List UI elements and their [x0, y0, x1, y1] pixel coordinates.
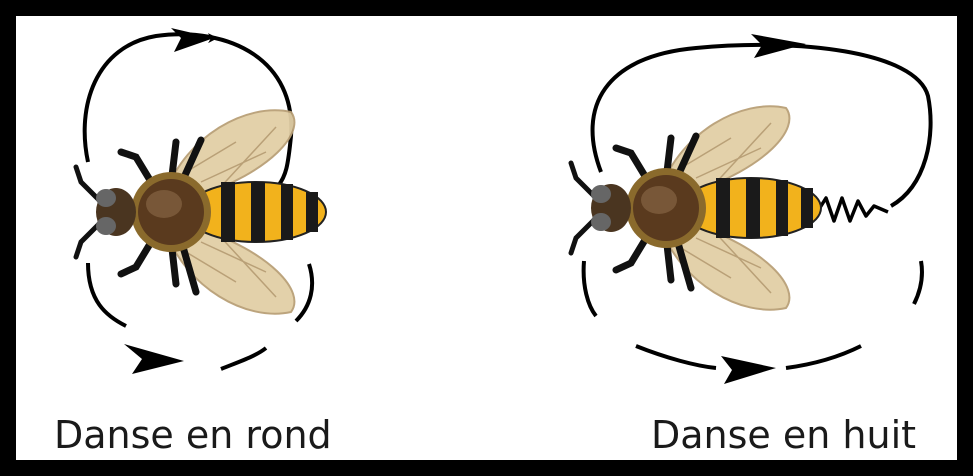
dance-diagram — [16, 16, 957, 460]
bee-illustration-left — [76, 110, 326, 313]
waggle-dance-panel — [571, 34, 931, 384]
waggle-dance-wiggle — [816, 198, 888, 221]
waggle-dance-arrow-bottom — [721, 356, 776, 384]
bee-illustration-right — [571, 106, 821, 309]
round-dance-arrow-bottom — [124, 344, 184, 374]
round-dance-panel — [76, 28, 326, 374]
caption-waggle-dance: Danse en huit — [651, 416, 916, 454]
diagram-frame: Danse en rond Danse en huit — [16, 16, 957, 460]
caption-round-dance: Danse en rond — [54, 416, 332, 454]
